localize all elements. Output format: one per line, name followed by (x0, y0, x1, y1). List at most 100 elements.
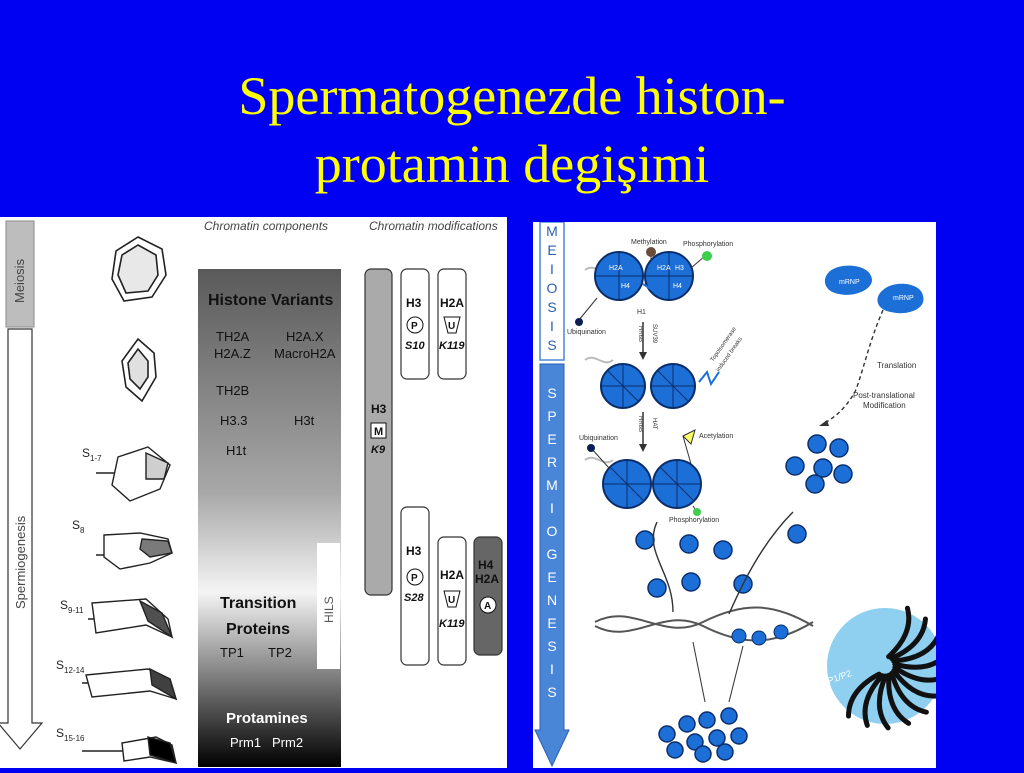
nucleosome-lower-left (602, 459, 652, 509)
ubiquitin-mark-icon-2 (443, 590, 461, 608)
transition-protein-cluster (635, 434, 853, 598)
histone-variants-title: Histone Variants (208, 292, 333, 309)
released-protein-1 (678, 715, 696, 733)
arrow-down-left (692, 641, 706, 703)
free-protein-7 (679, 534, 699, 554)
transition-proteins-title-2: Proteins (226, 621, 290, 638)
released-protein-3 (720, 707, 738, 725)
meiosis-stage-bar (5, 220, 35, 328)
round-spermatid-cell (111, 236, 167, 302)
slide-title: Spermatogenezde histon- protamin degişim… (0, 62, 1024, 198)
free-protein-11 (681, 572, 701, 592)
phosphorylation-label: Phosphorylation (683, 241, 733, 248)
stage-label-s12-14: S12-14 (56, 658, 85, 675)
chromatin-components-svg: Meiosis Spermiogenesis S1-7 S8 S9-11 (0, 219, 503, 767)
h3-label: H3 (675, 265, 684, 272)
variant-h2ax: H2A.X (286, 329, 324, 344)
protamine-loop-5 (891, 668, 942, 699)
p1p2-label-2: P1/P2 (811, 691, 837, 712)
acetyl-mark-icon (479, 596, 497, 614)
elongating-spermatid-cell (121, 337, 157, 403)
h2a-k119-bottom-name: H2A (440, 568, 464, 582)
mrnp-label-1: mRNP (839, 279, 860, 286)
spermiogenesis-stage-label: Spermiogenesis (13, 515, 28, 609)
bound-protein-3 (773, 624, 789, 640)
p1p2-label-4: P1/P2 (843, 726, 861, 752)
tp1-label: TP1 (220, 645, 244, 660)
h2a-k119-top-name: H2A (440, 296, 464, 310)
acetylation-mark-icon (682, 429, 696, 445)
ubiquitin-mark-icon (443, 316, 461, 334)
variant-h33: H3.3 (220, 413, 247, 428)
h3-k9-site: K9 (371, 444, 386, 456)
h4-label: H4 (621, 283, 630, 290)
ubiquitin-mark-icon-2 (587, 444, 595, 452)
free-protein-1 (829, 438, 849, 458)
stage-label-s15-16: S15-16 (56, 726, 85, 743)
ptm-label-2: Modification (863, 401, 906, 410)
free-protein-5 (805, 474, 825, 494)
spermiogenesis-letter-7: G (547, 546, 558, 562)
h3-s28-site: S28 (404, 592, 424, 604)
meiosis-letter-3: O (547, 280, 558, 296)
phosphorylation-mark-icon (702, 251, 712, 261)
free-protein-6 (635, 530, 655, 550)
dna-strand-middle (584, 356, 614, 364)
spermatid-cell-s9-11 (88, 598, 174, 639)
released-histone-cluster (658, 707, 748, 763)
h3-s10-site: S10 (405, 340, 425, 352)
released-protein-5 (686, 733, 704, 751)
free-protein-10 (647, 578, 667, 598)
nucleosome-lower-right (652, 459, 702, 509)
hr6b-label-2: HR6B (637, 416, 643, 432)
h3-k9-name: H3 (371, 402, 387, 416)
released-protein-0 (658, 725, 676, 743)
arrow-to-dna-right (728, 511, 794, 615)
spermatid-cell-s12-14 (82, 667, 178, 701)
variant-h3t: H3t (294, 413, 315, 428)
variant-th2a: TH2A (216, 329, 250, 344)
methylation-label: Methylation (631, 239, 667, 246)
spermatid-cell-s8 (96, 532, 173, 570)
chromatin-components-header: Chromatin components (204, 219, 328, 233)
spermiogenesis-arrow (534, 363, 570, 768)
bound-protein-1 (731, 628, 747, 644)
slide-title-line-2: protamin degişimi (314, 134, 710, 194)
transition-proteins-title-1: Transition (220, 595, 296, 612)
free-protein-3 (813, 458, 833, 478)
stage-label-s8: S8 (72, 518, 85, 535)
protamine-loop-9 (862, 673, 885, 728)
ubiquitin-mark-icon (575, 318, 583, 326)
h4h2a-mark: A (484, 601, 491, 612)
free-protein-0 (807, 434, 827, 454)
bound-protein-2 (751, 630, 767, 646)
protamine-loop-6 (889, 670, 929, 715)
ubiquination-label-2: Ubiquination (579, 435, 618, 442)
h4-h2a-acetylation-box (473, 536, 503, 656)
spermiogenesis-letter-6: O (547, 523, 558, 539)
meiosis-letter-4: S (547, 299, 556, 315)
phosphorylation-label-2: Phosphorylation (669, 517, 719, 524)
translation-label: Translation (877, 361, 916, 370)
h3-k9-mark: M (374, 426, 383, 438)
spermiogenesis-letter-1: P (547, 408, 556, 424)
spermiogenesis-letter-12: I (550, 661, 554, 677)
h2a-label: H2A (609, 265, 623, 272)
released-protein-9 (716, 743, 734, 761)
mrnp-blob-2 (877, 283, 924, 314)
dna-break-icon (698, 369, 720, 387)
released-protein-8 (694, 745, 712, 763)
methylation-mark-icon (646, 247, 656, 257)
mrnp-blob-1 (824, 265, 873, 295)
meiosis-letter-1: E (547, 242, 556, 258)
variant-h1t: H1t (226, 443, 247, 458)
h2a-k119-bottom-mark: U (448, 595, 455, 606)
protamine-loops (846, 605, 949, 731)
meiosis-letter-0: M (546, 223, 558, 239)
dna-strand-lower (584, 456, 614, 464)
nucleosome-middle-left (600, 363, 646, 409)
variant-th2b: TH2B (216, 383, 249, 398)
